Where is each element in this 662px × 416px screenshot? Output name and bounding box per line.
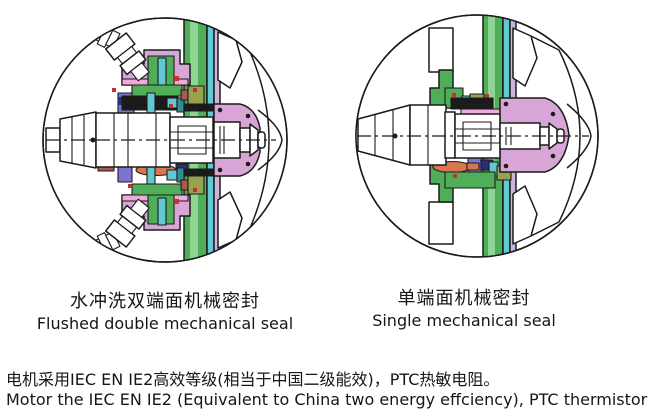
gland-blocks (180, 85, 215, 195)
caption-en: Flushed double mechanical seal (36, 314, 294, 333)
motor-note: 电机采用IEC EN IE2高效等级(相当于中国二级能效)，PTC热敏电阻。 M… (6, 369, 656, 410)
motor-note-en: Motor the IEC EN IE2 (Equivalent to Chin… (6, 390, 648, 409)
mechanical-seal-upper (112, 84, 185, 114)
caption-single-seal: 单端面机械密封 Single mechanical seal (334, 288, 594, 331)
motor-note-zh: 电机采用IEC EN IE2高效等级(相当于中国二级能效)，PTC热敏电阻。 (6, 370, 500, 389)
figure-flushed-double-seal (30, 0, 300, 280)
caption-zh: 水冲洗双端面机械密封 (70, 291, 260, 312)
mechanical-seal-upper (444, 87, 501, 116)
flushed-double-seal-diagram (42, 17, 288, 263)
figure-single-seal (349, 2, 609, 272)
caption-flushed-double-seal: 水冲洗双端面机械密封 Flushed double mechanical sea… (30, 291, 300, 334)
volute-and-impeller (512, 27, 592, 245)
shaft-centerline (357, 133, 589, 139)
shaft-centerline (46, 137, 276, 143)
caption-en: Single mechanical seal (372, 311, 556, 330)
caption-zh: 单端面机械密封 (397, 288, 531, 309)
single-seal-diagram (355, 14, 599, 258)
